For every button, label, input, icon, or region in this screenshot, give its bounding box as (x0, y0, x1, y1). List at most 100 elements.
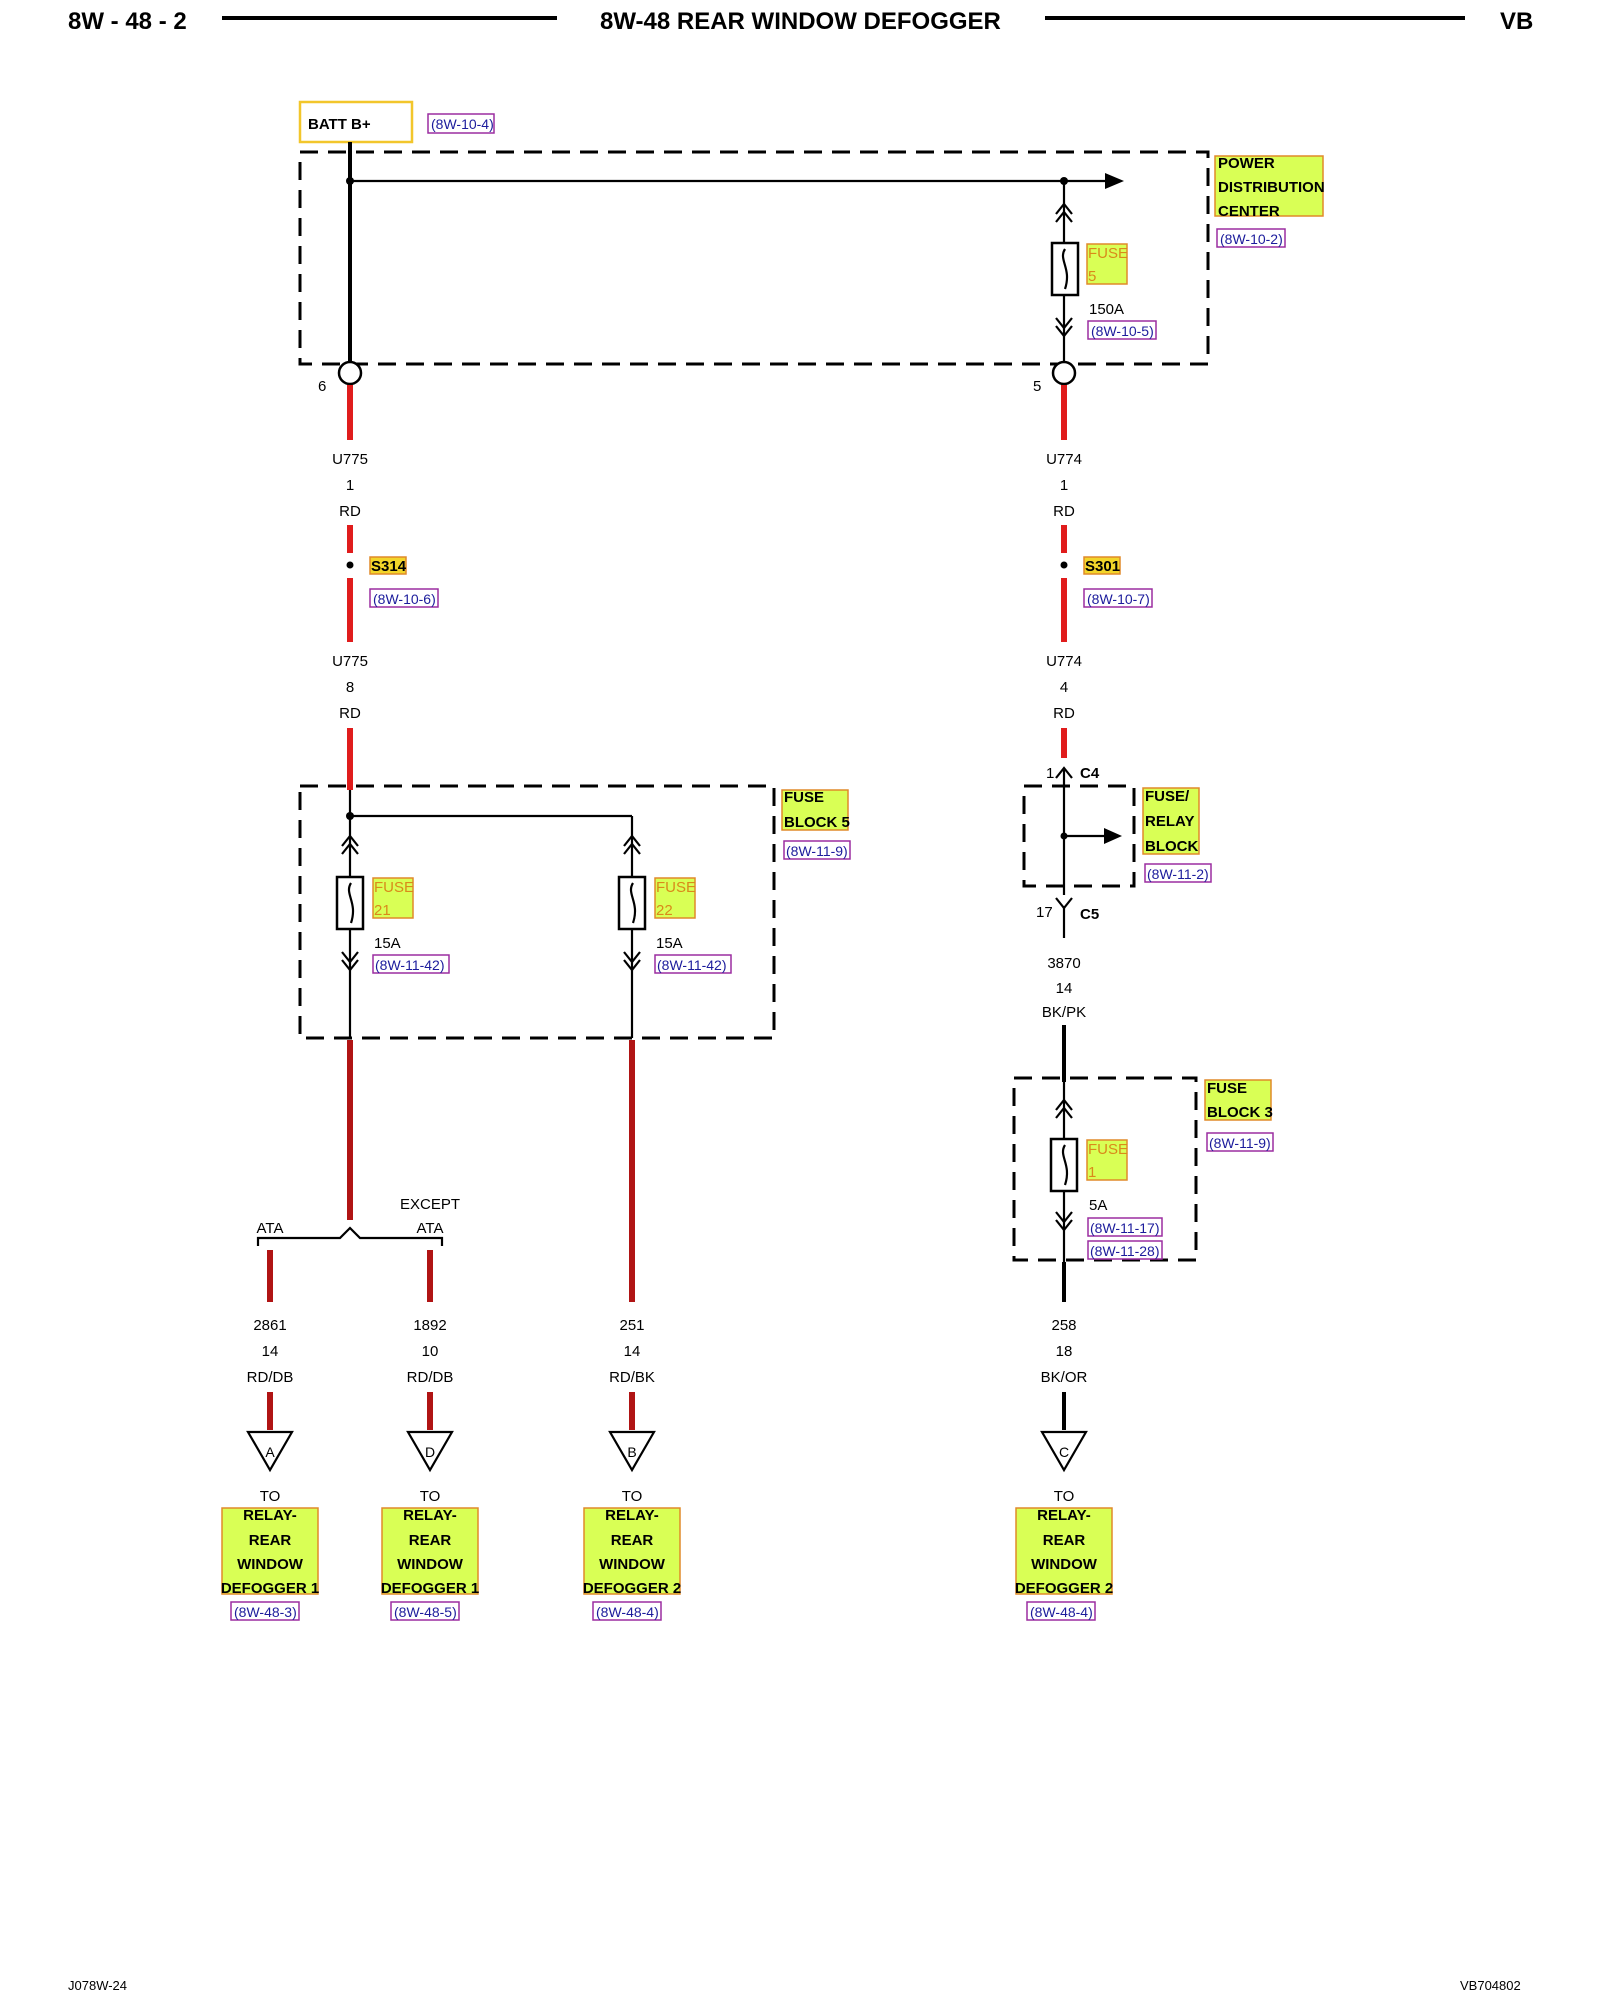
fuse1-top-chevron-icon-2 (1055, 1106, 1073, 1119)
output-2861: 2861 14 RD/DB A TO RELAY- REAR WINDOW DE… (221, 1317, 319, 1621)
output-dest-line-4: DEFOGGER 1 (381, 1580, 479, 1597)
pdc-ref[interactable]: (8W-10-2) (1220, 231, 1283, 247)
fuse5-ref[interactable]: (8W-10-5) (1091, 323, 1154, 339)
s314-ref[interactable]: (8W-10-6) (373, 591, 436, 607)
s314-ref-box (369, 588, 439, 608)
output-to: TO (420, 1488, 441, 1505)
frb-out-pin: 17 (1036, 904, 1053, 921)
s314-splice-dot (346, 561, 354, 569)
fuse21-bottom-chevron-icon-2 (341, 959, 359, 972)
frb-arrow-icon (1104, 828, 1122, 844)
output-ref[interactable]: (8W-48-4) (596, 1604, 659, 1620)
fuse5-top-chevron-icon-2 (1055, 210, 1073, 223)
s301-label: S301 (1085, 558, 1120, 575)
fuse1-label-line-1: FUSE (1088, 1141, 1128, 1158)
pdc-name-line-3: CENTER (1218, 203, 1280, 220)
output-ref[interactable]: (8W-48-3) (234, 1604, 297, 1620)
wire-3870-color: BK/PK (1042, 1004, 1086, 1021)
pdc-terminal-left-label: 6 (318, 378, 326, 395)
u774-lower-color: RD (1053, 705, 1075, 722)
fuse1-ref-2[interactable]: (8W-11-28) (1090, 1243, 1160, 1259)
wire-3870-gauge: 14 (1056, 980, 1073, 997)
frb-ref[interactable]: (8W-11-2) (1147, 866, 1209, 882)
fuse22-label-line-1: FUSE (656, 879, 696, 896)
fuse5-link-icon (1061, 248, 1069, 290)
u774-lower-code: U774 (1046, 653, 1082, 670)
footer-left-code: J078W-24 (68, 1978, 128, 1993)
frb-name-line-2: RELAY (1145, 813, 1194, 830)
output-color: RD/DB (407, 1369, 454, 1386)
fb3-name-line-2: BLOCK 3 (1207, 1104, 1273, 1121)
batt-ref[interactable]: (8W-10-4) (431, 116, 494, 132)
fuse5-top-chevron-icon (1055, 202, 1073, 215)
output-gauge: 18 (1056, 1343, 1073, 1360)
output-connector: A (265, 1444, 275, 1460)
s314-label: S314 (371, 558, 407, 575)
fuse22-ref-box (654, 954, 732, 974)
page-title: 8W-48 REAR WINDOW DEFOGGER (600, 8, 1001, 35)
output-dest-line-1: RELAY- (243, 1507, 297, 1524)
s301-ref[interactable]: (8W-10-7) (1087, 591, 1150, 607)
u775-upper-color: RD (339, 503, 361, 520)
output-dest-line-3: WINDOW (1031, 1556, 1098, 1573)
ata-label: ATA (257, 1220, 284, 1237)
fuse21-ref[interactable]: (8W-11-42) (375, 957, 445, 973)
s301-label-box (1083, 556, 1121, 575)
u775-lower-color: RD (339, 705, 361, 722)
header-rule-right (1045, 16, 1465, 20)
output-dest-box (381, 1507, 479, 1595)
u775-upper-code: U775 (332, 451, 368, 468)
output-dest-box (221, 1507, 319, 1595)
fuse1-bottom-chevron-icon (1055, 1211, 1073, 1224)
output-dest-line-3: WINDOW (237, 1556, 304, 1573)
u774-upper-code: U774 (1046, 451, 1082, 468)
fuse5-ref-box (1087, 320, 1157, 340)
frb-name-line-3: BLOCK (1145, 838, 1198, 855)
output-ref[interactable]: (8W-48-5) (394, 1604, 457, 1620)
u775-upper-gauge: 1 (346, 477, 354, 494)
fuse22-top-chevron-icon (623, 834, 641, 847)
batt-label-box (298, 100, 414, 144)
fb3-ref[interactable]: (8W-11-9) (1209, 1135, 1271, 1151)
fuse1-ref-box-1 (1087, 1217, 1163, 1237)
output-ref-box (1026, 1601, 1096, 1621)
footer-right-code: VB704802 (1460, 1978, 1521, 1993)
fuse5-bottom-chevron-icon (1055, 317, 1073, 330)
fb5-name-box (781, 789, 849, 831)
output-ref-box (592, 1601, 662, 1621)
fuse21-bottom-chevron-icon (341, 951, 359, 964)
fuse22-label-box (654, 877, 696, 919)
wire-3870-code: 3870 (1047, 955, 1080, 972)
s314-label-box (369, 556, 407, 575)
fuse21-rating: 15A (374, 935, 401, 952)
frb-ref-box (1144, 863, 1212, 883)
output-to: TO (1054, 1488, 1075, 1505)
fuse22-ref[interactable]: (8W-11-42) (657, 957, 727, 973)
batt-label: BATT B+ (308, 116, 371, 133)
output-ref[interactable]: (8W-48-4) (1030, 1604, 1093, 1620)
fuse21-label-line-1: FUSE (374, 879, 414, 896)
fuse21-link-icon (347, 882, 355, 924)
output-connector-icon (608, 1430, 656, 1473)
output-ref-box (230, 1601, 300, 1621)
pdc-terminal-right-label: 5 (1033, 378, 1041, 395)
fuse-block-5-outline (298, 784, 776, 1040)
fuse22-rating: 15A (656, 935, 683, 952)
fb5-ref[interactable]: (8W-11-9) (786, 843, 848, 859)
output-connector: C (1059, 1444, 1069, 1460)
frb-name-box (1142, 787, 1200, 855)
output-gauge: 14 (624, 1343, 641, 1360)
fb3-ref-box (1206, 1132, 1274, 1152)
output-connector-icon (1040, 1430, 1088, 1473)
output-connector: B (627, 1444, 636, 1460)
output-color: BK/OR (1041, 1369, 1088, 1386)
output-258: 258 18 BK/OR C TO RELAY- REAR WINDOW DEF… (1015, 1317, 1113, 1621)
fuse1-ref-1[interactable]: (8W-11-17) (1090, 1220, 1160, 1236)
output-code: 1892 (413, 1317, 446, 1334)
frb-in-connector-icon (1055, 766, 1073, 779)
pdc-name-line-1: POWER (1218, 155, 1275, 172)
fuse-block-3-outline (1012, 1076, 1198, 1262)
fuse1-label-line-2: 1 (1088, 1164, 1096, 1181)
fb5-name-line-1: FUSE (784, 789, 824, 806)
frb-in-pin: 1 (1046, 765, 1054, 782)
